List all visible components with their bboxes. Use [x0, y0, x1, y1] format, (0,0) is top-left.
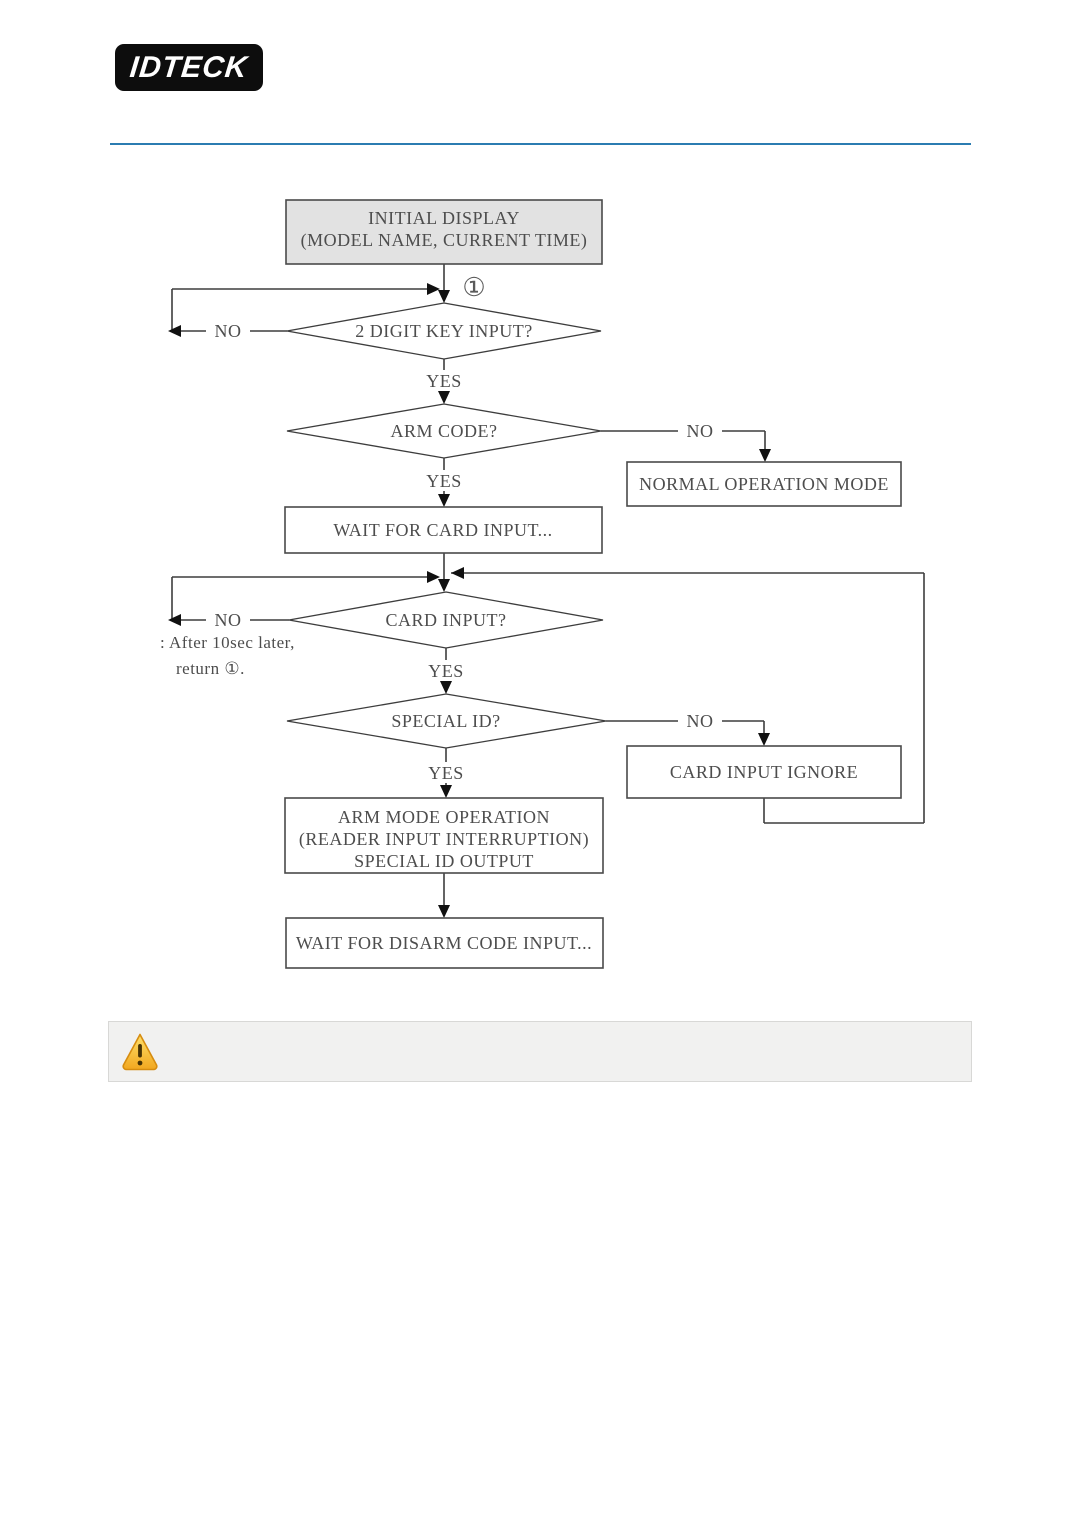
- decision-card-input: [288, 591, 604, 649]
- yes-label: YES: [428, 763, 464, 783]
- node-arm-mode-line3: SPECIAL ID OUTPUT: [354, 851, 534, 871]
- arrow-left-icon: [168, 614, 181, 626]
- node-normal-operation: [626, 461, 902, 507]
- timeout-note-line1: : After 10sec later,: [160, 633, 295, 652]
- label-bg: [206, 320, 250, 341]
- decision-arm-code: [286, 403, 602, 459]
- node-normal-operation-label: NORMAL OPERATION MODE: [639, 474, 889, 494]
- decision-arm-code-label: ARM CODE?: [391, 421, 498, 441]
- arrow-left-icon: [451, 567, 464, 579]
- circled-one-marker: ①: [462, 273, 485, 302]
- arrow-down-icon: [758, 733, 770, 746]
- arrow-down-icon: [759, 449, 771, 462]
- arrow-down-icon: [440, 785, 452, 798]
- decision-special-id: [286, 693, 607, 749]
- label-bg: [424, 762, 470, 783]
- warning-panel: [108, 1021, 972, 1082]
- label-bg: [678, 710, 722, 731]
- idteck-logo-text: IDTECK: [128, 50, 250, 84]
- yes-label: YES: [428, 661, 464, 681]
- arrow-down-icon: [438, 905, 450, 918]
- label-bg: [422, 370, 468, 391]
- arrow-right-icon: [427, 283, 440, 295]
- flowchart-diagram: INITIAL DISPLAY (MODEL NAME, CURRENT TIM…: [160, 199, 925, 969]
- yes-label: YES: [426, 371, 462, 391]
- header-divider: [110, 143, 971, 145]
- arrow-down-icon: [438, 290, 450, 303]
- idteck-logo: IDTECK: [115, 44, 263, 91]
- decision-special-id-label: SPECIAL ID?: [391, 711, 500, 731]
- no-label: NO: [687, 711, 714, 731]
- node-initial-display-line2: (MODEL NAME, CURRENT TIME): [301, 230, 588, 251]
- no-label: NO: [687, 421, 714, 441]
- warning-exclamation-bar: [138, 1044, 142, 1058]
- node-initial-display: [285, 199, 603, 265]
- node-arm-mode-line1: ARM MODE OPERATION: [338, 807, 550, 827]
- no-label: NO: [215, 321, 242, 341]
- node-wait-card-label: WAIT FOR CARD INPUT...: [333, 520, 552, 540]
- decision-digit-key: [286, 302, 602, 360]
- warning-exclamation-dot: [137, 1060, 143, 1066]
- label-bg: [678, 420, 722, 441]
- node-wait-card: [284, 506, 603, 554]
- decision-digit-key-label: 2 DIGIT KEY INPUT?: [355, 321, 532, 341]
- node-arm-mode-line2: (READER INPUT INTERRUPTION): [299, 829, 589, 850]
- arrow-down-icon: [438, 494, 450, 507]
- node-card-ignore: [626, 745, 902, 799]
- label-bg: [424, 660, 470, 681]
- node-initial-display-line1: INITIAL DISPLAY: [368, 208, 520, 228]
- node-wait-disarm: [285, 917, 604, 969]
- decision-card-input-label: CARD INPUT?: [386, 610, 507, 630]
- arrow-right-icon: [427, 571, 440, 583]
- no-label: NO: [215, 610, 242, 630]
- timeout-note-line2: return ①.: [176, 659, 245, 678]
- warning-triangle-icon: [122, 1033, 158, 1071]
- arrow-down-icon: [440, 681, 452, 694]
- node-arm-mode: [284, 797, 604, 874]
- arrow-left-icon: [168, 325, 181, 337]
- arrow-down-icon: [438, 391, 450, 404]
- yes-label: YES: [426, 471, 462, 491]
- arrow-down-icon: [438, 579, 450, 592]
- node-wait-disarm-label: WAIT FOR DISARM CODE INPUT...: [296, 933, 592, 953]
- node-card-ignore-label: CARD INPUT IGNORE: [670, 762, 858, 782]
- label-bg: [206, 609, 250, 630]
- label-bg: [422, 470, 468, 491]
